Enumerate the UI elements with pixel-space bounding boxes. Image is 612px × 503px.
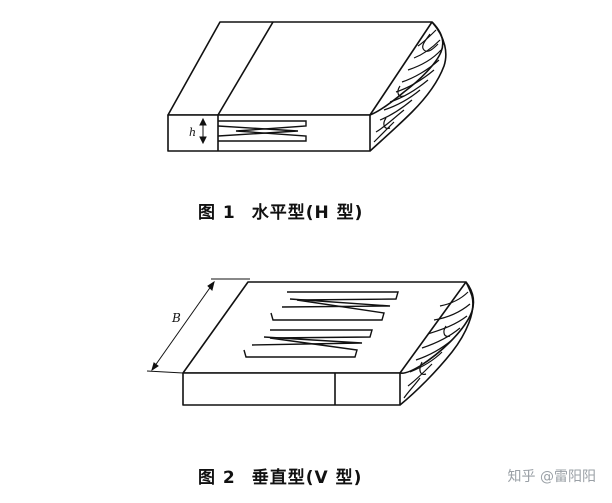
horizontal-fingers [218, 120, 307, 142]
end-grain-face [369, 21, 447, 152]
dimension-b-label: B [171, 311, 181, 325]
figure2-title: 垂直型(V 型) [251, 468, 363, 488]
figure2-number: 图 2 [198, 468, 236, 488]
figure2-caption: 图 2 垂直型(V 型) [198, 463, 362, 488]
figure1-title: 水平型(H 型) [251, 203, 364, 223]
board-top-face [182, 281, 467, 374]
figure1-caption: 图 1 水平型(H 型) [198, 198, 363, 223]
joint-line-top [217, 21, 274, 116]
end-grain-face [399, 281, 475, 406]
vertical-fingers [243, 291, 399, 358]
finger-inner-left [217, 125, 299, 137]
board-front-face [182, 372, 401, 406]
dimension-h: h [189, 117, 207, 145]
figure1-number: 图 1 [198, 203, 236, 223]
dimension-b: B [146, 278, 250, 374]
vertical-finger-joint-diagram: B [146, 278, 475, 406]
watermark: 知乎 @雷阳阳 [507, 469, 596, 485]
dimension-h-label: h [189, 126, 196, 139]
horizontal-finger-joint-diagram: h [167, 21, 447, 152]
